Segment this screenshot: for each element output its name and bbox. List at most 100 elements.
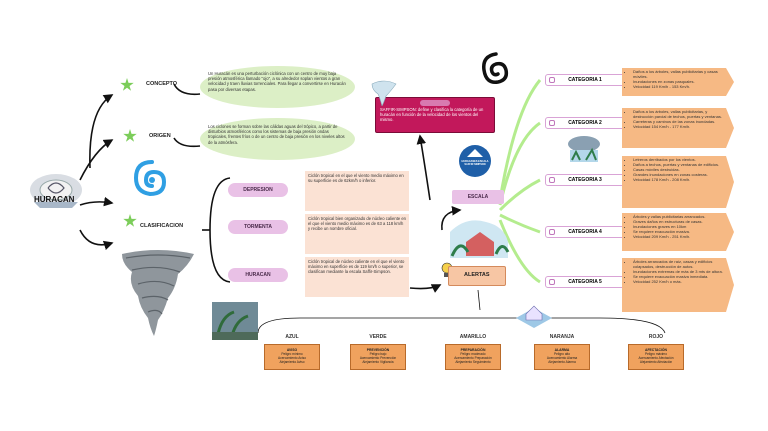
stage-pill-depresion: DEPRESION [228, 183, 288, 197]
alert-level-line: AFECTACIÓN [645, 348, 667, 352]
edit-icon [549, 229, 555, 235]
alert-level-line: Acercamiento Preparación [454, 356, 492, 360]
storm-house-image [446, 212, 512, 260]
category-item: Inundaciones graves en 10km [633, 225, 724, 230]
category-item: Árboles y vallas publicitarias arrancado… [633, 215, 724, 220]
hurricane-map-image [28, 168, 84, 210]
alert-level-label: VERDE [369, 334, 387, 340]
alert-level-line: Peligro máximo [645, 352, 667, 356]
category-item: Daños a los árboles, vallas publicitaria… [633, 110, 724, 120]
category-item: Se requiere evacuación masiva. [633, 230, 724, 235]
origen-cloud [200, 118, 355, 160]
alertas-box [448, 266, 506, 286]
alert-level-line: Peligro bajo [369, 352, 387, 356]
category-item: Velocidad 119 Km/h - 153 Km/h. [633, 85, 724, 90]
category-2-label: CATEGORIA 2 [545, 117, 625, 129]
stage-def-depresion: Ciclón tropical en el que el viento medi… [305, 171, 409, 211]
alert-level-line: Alejamiento Aviso [279, 360, 305, 364]
category-item: Se requiere evacuación masiva inmediata. [633, 275, 724, 280]
category-1-list: Daños a los árboles, vallas publicitaria… [626, 70, 724, 90]
clasificacion-label: CLASIFICACION [140, 223, 184, 229]
saffir-simpson-box: SAFFIR-SIMPSON: define y clasifica la ca… [375, 97, 495, 133]
alert-level-line: Alejamiento Seguimiento [455, 360, 491, 364]
stage-pill-huracan: HURACAN [228, 268, 288, 282]
alert-level-line: PREPARACIÓN [460, 348, 486, 352]
category-3-desc: Letreros derribados por los vientos.Daño… [622, 156, 734, 208]
alert-level-line: Peligro alto [554, 352, 570, 356]
category-item: Grandes inundaciones en zonas costeras. [633, 173, 724, 178]
category-item: Velocidad 154 Km/h - 177 Km/h. [633, 125, 724, 130]
alert-level-line: Alejamiento Afectación [639, 360, 673, 364]
flood-house-image [514, 296, 554, 330]
edit-icon [549, 77, 555, 83]
storm-city-image [566, 134, 602, 164]
origen-text: Los ciclones se forman sobre las cálidas… [208, 124, 345, 145]
alert-level-line: PREVENCIÓN [366, 348, 390, 352]
storm-trees-image [212, 302, 258, 340]
category-5-label: CATEGORIA 5 [545, 276, 625, 288]
category-item: Árboles arrancados de raíz, casas y edif… [633, 260, 724, 270]
category-4-label: CATEGORIA 4 [545, 226, 625, 238]
concepto-text: Un Huracán es una perturbación ciclónica… [208, 71, 346, 92]
category-3-list: Letreros derribados por los vientos.Daño… [626, 158, 724, 183]
category-item: Graves daños en estructuras de casas. [633, 220, 724, 225]
tornado-funnel-icon [370, 80, 398, 107]
category-1-desc: Daños a los árboles, vallas publicitaria… [622, 68, 734, 96]
alert-level-line: Acercamiento Prevención [359, 356, 397, 360]
category-item: Daños a techos, puertas y ventanas de ed… [633, 163, 724, 168]
category-item: Inundaciones extremas de más de 3 mts de… [633, 270, 724, 275]
alert-level-label: AZUL [285, 334, 299, 340]
category-2-desc: Daños a los árboles, vallas publicitaria… [622, 108, 734, 148]
category-item: Daños a los árboles, vallas publicitaria… [633, 70, 724, 80]
alert-level-line: Acercamiento Afectación [638, 356, 674, 360]
category-2-list: Daños a los árboles, vallas publicitaria… [626, 110, 724, 130]
origen-label: ORIGEN [149, 133, 171, 139]
alert-level-line: Peligro mínimo [281, 352, 303, 356]
stage-def-tormenta: Ciclón tropical bien organizado de núcle… [305, 214, 409, 254]
alert-level-label: NARANJA [549, 334, 575, 340]
category-item: Casas móviles destruidas. [633, 168, 724, 173]
category-item: Velocidad 178 Km/h - 208 Km/h. [633, 178, 724, 183]
alert-level-line: Peligro moderado [460, 352, 486, 356]
alert-level-line: Alejamiento Vigilancia [362, 360, 394, 364]
alert-level-line: Acercamiento Alarma [546, 356, 578, 360]
escala-sign-text: HURACANES ESCALA SAFFIR SIMPSON [461, 160, 489, 166]
category-1-label: CATEGORIA 1 [545, 74, 625, 86]
escala-sign [458, 144, 492, 178]
alert-level-label: AMARILLO [459, 334, 487, 340]
alert-level-line: ALARMA [554, 348, 570, 352]
category-5-list: Árboles arrancados de raíz, casas y edif… [626, 260, 724, 285]
concepto-cloud [200, 66, 355, 108]
black-spiral-icon [478, 50, 514, 90]
concepto-label: CONCEPTO [146, 81, 178, 87]
category-5-desc: Árboles arrancados de raíz, casas y edif… [622, 258, 734, 312]
edit-icon [549, 177, 555, 183]
tornado-image [118, 248, 198, 338]
hurricane-swirl-icon [130, 158, 174, 202]
root-title: HURACAN [34, 195, 75, 204]
alertas-label: ALERTAS [464, 272, 490, 278]
category-item: Inundaciones en zonas pasquales. [633, 80, 724, 85]
stage-pill-tormenta: TORMENTA [228, 220, 288, 234]
category-item: Carreteras y caminos de las zonas inunda… [633, 120, 724, 125]
alert-level-line: Acercamiento Aviso [278, 356, 306, 360]
saffir-text: SAFFIR-SIMPSON: define y clasifica la ca… [380, 107, 484, 122]
category-item: Velocidad 252 Km/h o más. [633, 280, 724, 285]
category-4-desc: Árboles y vallas publicitarias arrancado… [622, 213, 734, 251]
stage-def-huracan: Ciclón tropical de núcleo caliente en el… [305, 257, 409, 297]
saffir-dots [420, 100, 450, 106]
category-3-label: CATEGORIA 3 [545, 174, 625, 186]
alert-level-line: Alejamiento Alarma [548, 360, 576, 364]
alert-level-line: AVISO [286, 348, 298, 352]
edit-icon [549, 279, 555, 285]
escala-pill: ESCALA [452, 190, 504, 204]
alert-level-label: ROJO [648, 334, 664, 340]
category-item: Velocidad 209 Km/h - 251 Km/h. [633, 235, 724, 240]
edit-icon [549, 120, 555, 126]
